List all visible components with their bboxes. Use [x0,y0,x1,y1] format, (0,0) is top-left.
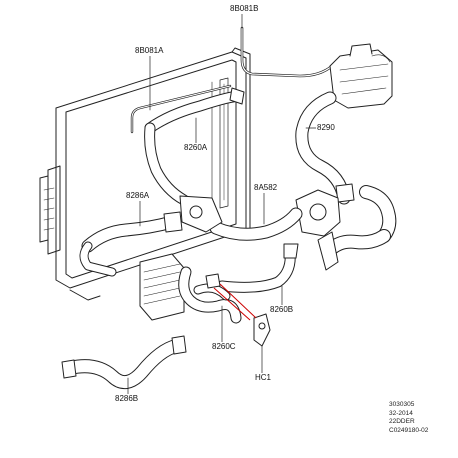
hose-8286b [61,335,187,389]
callout-8260c: 8260C [211,342,237,352]
callout-8b081b: 8B081B [229,4,260,14]
pump-housing [295,185,397,271]
footer-line-4: C0249180-02 [389,426,429,434]
hose-8b081 [130,26,334,134]
hose-8290 [295,91,355,205]
leader-lines [127,13,317,397]
callout-8260b: 8260B [269,305,295,315]
callout-hc1: HC1 [254,373,273,383]
hose-8260c [178,266,242,324]
drawing-reference: 3030305 32-2014 22DDER C0249180-02 [389,401,428,435]
footer-line-2: 32-2014 [389,409,413,417]
hose-8260b [216,243,299,293]
hose-clip-hc1 [253,313,271,347]
hose-8260a [144,87,245,206]
footer-line-1: 3030305 [389,401,415,408]
callout-8286a: 8286A [125,191,151,201]
footer-line-3: 22DDER [389,418,415,425]
callout-8286b: 8286B [114,394,140,404]
callout-8260a: 8260A [183,143,209,153]
oil-cooler [139,253,185,321]
hose-8a582 [179,195,303,241]
callout-8a582: 8A582 [253,183,279,193]
callout-8b081a: 8B081A [134,46,165,56]
highlight-lines [213,283,257,321]
hose-8286a [79,211,183,277]
callout-8290: 8290 [316,123,336,133]
expansion-tank [329,43,393,109]
